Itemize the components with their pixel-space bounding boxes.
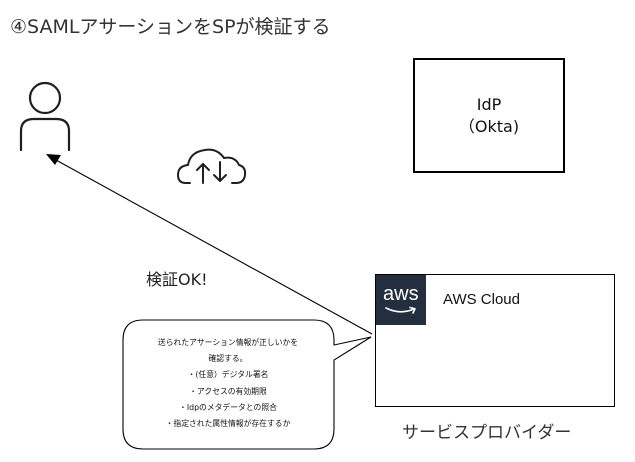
note-line: 確認する。 (208, 354, 248, 364)
aws-cloud-box: aws AWS Cloud (375, 274, 615, 407)
service-provider-label: サービスプロバイダー (402, 423, 572, 443)
note-line: ・(任意）デジタル署名 (187, 370, 269, 380)
cloud-sync-icon (177, 148, 247, 184)
aws-logo-icon: aws (376, 275, 426, 325)
aws-logo-text: aws (383, 283, 419, 305)
aws-smile-icon (385, 306, 416, 314)
speech-bubble-text: 送られたアサーション情報が正しいかを 確認する。 ・(任意）デジタル署名 ・アク… (124, 335, 332, 432)
verify-ok-label: 検証OK! (146, 270, 208, 289)
diagram-title: ④SAMLアサーションをSPが検証する (10, 16, 331, 38)
aws-cloud-label: AWS Cloud (443, 291, 520, 308)
note-line: ・指定された属性情報が存在するか (165, 419, 291, 429)
note-line: ・Idpのメタデータとの照合 (179, 402, 277, 412)
note-line: ・アクセスの有効期限 (189, 386, 267, 396)
user-icon (19, 81, 71, 152)
idp-box: IdP （Okta) (413, 58, 565, 173)
verification-arrow (55, 159, 373, 335)
verification-arrowhead (46, 154, 61, 165)
idp-label: IdP (476, 94, 502, 114)
speech-bubble (122, 319, 372, 450)
note-line: 送られたアサーション情報が正しいかを (157, 338, 299, 347)
idp-provider-label: （Okta) (458, 116, 520, 136)
